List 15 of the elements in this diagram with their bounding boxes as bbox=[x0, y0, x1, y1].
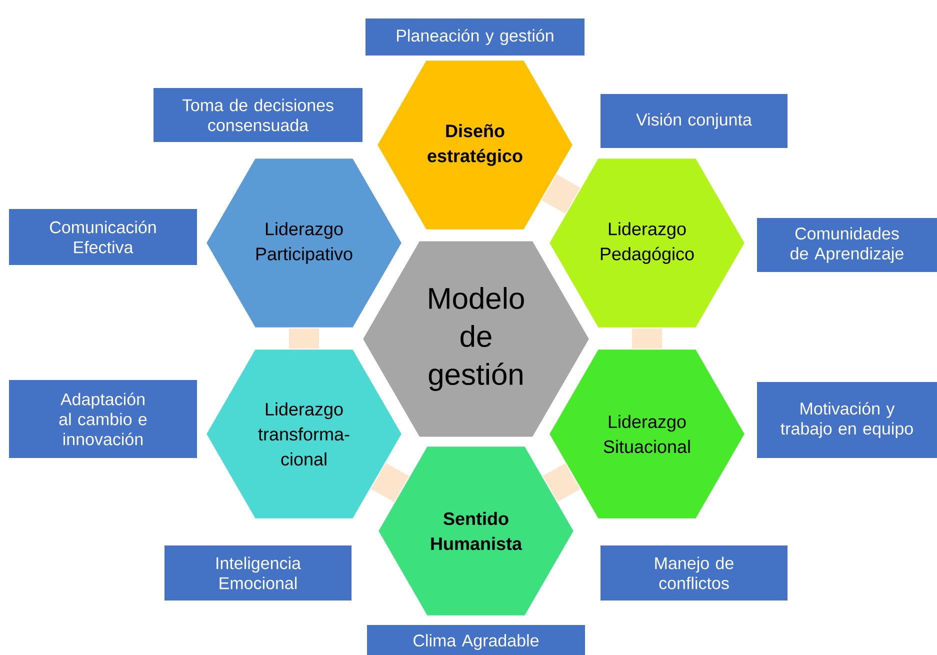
label-box: Planeación y gestión bbox=[366, 18, 584, 56]
connector-band bbox=[289, 328, 320, 349]
label-box: Motivación y trabajo en equipo bbox=[757, 382, 937, 458]
label-box: Manejo de conflictos bbox=[600, 546, 788, 600]
label-box: Comunicación Efectiva bbox=[9, 209, 197, 265]
label-box: Adaptación al cambio e innovación bbox=[9, 380, 197, 458]
label-box: Clima Agradable bbox=[367, 625, 585, 655]
connector-band bbox=[542, 463, 580, 502]
label-box: Toma de decisiones consensuada bbox=[154, 88, 362, 142]
connector-band bbox=[542, 174, 580, 214]
label-box: Comunidades de Aprendizaje bbox=[757, 218, 937, 272]
label-box: Visión conjunta bbox=[600, 94, 788, 148]
label-box: Inteligencia Emocional bbox=[164, 546, 352, 600]
connector-band bbox=[632, 328, 662, 349]
connector-band bbox=[371, 462, 410, 502]
